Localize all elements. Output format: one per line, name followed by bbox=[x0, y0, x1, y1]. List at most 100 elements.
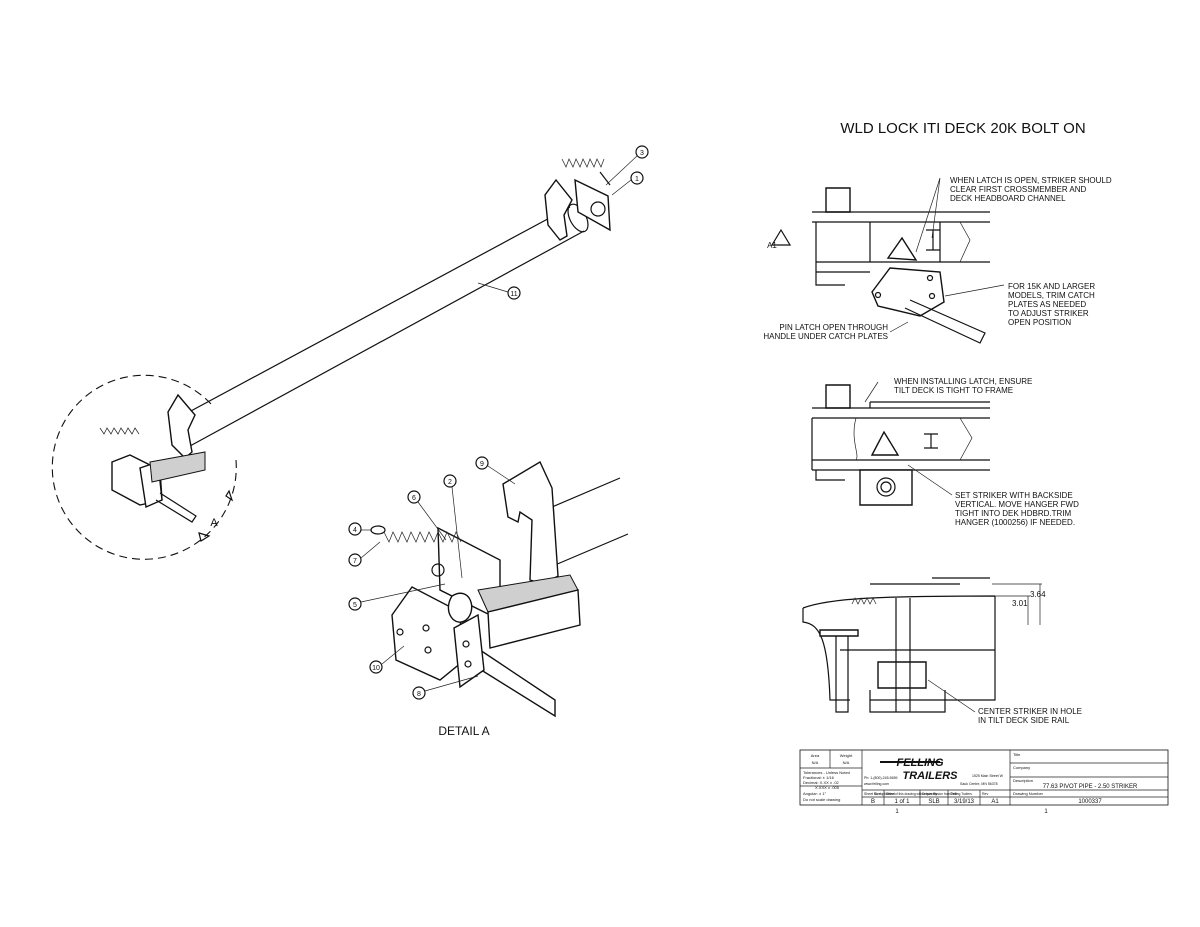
tb-area-v: N/A bbox=[812, 760, 819, 765]
sv2-striker bbox=[870, 430, 900, 456]
tb-desc-h: Description bbox=[1013, 778, 1033, 783]
sv2-pipe-inner bbox=[880, 481, 892, 493]
side-view-latch-installed bbox=[811, 381, 990, 506]
leader-11 bbox=[477, 282, 509, 293]
balloon-8-text: 8 bbox=[417, 691, 421, 698]
detail-circle-a: A bbox=[51, 374, 237, 560]
detail-hanger-front bbox=[487, 589, 581, 649]
tb-sheet-v: 1 of 1 bbox=[894, 799, 910, 805]
tb-weight-v: N/A bbox=[843, 760, 850, 765]
note-3-line-2: HANDLE UNDER CATCH PLATES bbox=[763, 332, 888, 341]
tb-tol2: Fractional: ± 1/16 bbox=[803, 775, 835, 780]
note-group-1: WHEN LATCH IS OPEN, STRIKER SHOULD CLEAR… bbox=[763, 176, 1112, 341]
sv3-striker-block bbox=[877, 661, 927, 689]
tb-rev-v: A1 bbox=[991, 799, 999, 805]
note-5-line-3: TIGHT INTO DEK HDBRD.TRIM bbox=[955, 509, 1071, 518]
tb-date-h: Date bbox=[950, 792, 957, 796]
sv1-catch-plate bbox=[871, 267, 945, 317]
balloon-3 bbox=[635, 145, 649, 159]
balloon-1-text: 1 bbox=[635, 176, 639, 183]
rev-triangle bbox=[770, 228, 792, 246]
balloon-2 bbox=[443, 474, 457, 488]
sv1-crossmember bbox=[869, 222, 941, 262]
sv2-leader-n5 bbox=[907, 464, 953, 496]
tb-tol1: Tolerances - Unless Noted bbox=[803, 770, 850, 775]
detail-pin bbox=[431, 563, 445, 577]
note-2-line-5: OPEN POSITION bbox=[1008, 318, 1071, 327]
upper-spring bbox=[561, 158, 605, 168]
lower-hanger-tube bbox=[149, 451, 206, 483]
tb-addr3: www.felling.com bbox=[864, 782, 889, 786]
sv2-pipe-outer bbox=[876, 477, 896, 497]
balloon-1 bbox=[630, 171, 644, 185]
dim-3-01: 3.01 bbox=[1012, 599, 1028, 608]
detail-pipe bbox=[544, 477, 629, 566]
tb-title-h: Title bbox=[1013, 752, 1021, 757]
note-5-line-2: VERTICAL. MOVE HANGER FWD bbox=[955, 500, 1079, 509]
tb-dwg-v: 1000337 bbox=[1078, 799, 1102, 805]
balloon-6-text: 6 bbox=[412, 495, 416, 502]
dim-3-64: 3.64 bbox=[1030, 590, 1046, 599]
sv1-hole-3 bbox=[928, 292, 936, 300]
tb-addr1: Ph: 1-(800)-245-5659 bbox=[864, 776, 898, 780]
tb-desc-v: 77.63 PIVOT PIPE - 2.50 STRIKER bbox=[1043, 784, 1138, 790]
sv2-hanger bbox=[859, 469, 913, 506]
note-group-2: WHEN INSTALLING LATCH, ENSURE TILT DECK … bbox=[894, 377, 1079, 527]
sv2-leader-n4 bbox=[864, 381, 879, 403]
balloon-4 bbox=[348, 522, 362, 536]
note-1-line-2: CLEAR FIRST CROSSMEMBER AND bbox=[950, 185, 1087, 194]
leader-9 bbox=[487, 465, 516, 485]
logo-line-1: FELLING bbox=[896, 757, 943, 769]
lower-striker bbox=[167, 393, 196, 459]
balloon-11-text: 11 bbox=[510, 291, 517, 298]
upper-bushing bbox=[590, 201, 606, 217]
balloon-9 bbox=[475, 456, 489, 470]
tb-weight-h: Weight bbox=[840, 753, 853, 758]
sv1-handle bbox=[904, 299, 986, 344]
balloon-8 bbox=[412, 686, 426, 700]
balloon-9-text: 9 bbox=[480, 461, 484, 468]
main-balloons: 3 1 11 bbox=[477, 145, 649, 300]
lower-spring bbox=[99, 427, 140, 435]
leader-5 bbox=[360, 583, 446, 603]
detail-hole-1 bbox=[396, 628, 404, 636]
pivot-pipe-assembly bbox=[99, 158, 611, 523]
sv3-post bbox=[835, 636, 849, 713]
tb-tol4: X.XXX ± .005 bbox=[815, 785, 840, 790]
tb-zone-mark-a: 1 bbox=[895, 809, 899, 815]
detail-spring-eye bbox=[370, 525, 386, 535]
balloon-4-text: 4 bbox=[353, 527, 357, 534]
balloon-3-text: 3 bbox=[640, 150, 644, 157]
sv2-headboard bbox=[825, 384, 851, 409]
sv2-frame bbox=[811, 407, 990, 481]
tb-grid bbox=[800, 750, 1168, 805]
rev-tag: A1 bbox=[767, 241, 777, 250]
tb-date-v: 3/19/13 bbox=[954, 799, 975, 805]
balloon-7 bbox=[348, 553, 362, 567]
detail-hole-2 bbox=[422, 624, 430, 632]
detail-a-label: DETAIL A bbox=[438, 724, 489, 738]
note-5-line-4: HANGER (1000256) IF NEEDED. bbox=[955, 518, 1075, 527]
sv2-deck bbox=[869, 401, 990, 408]
sv1-frame bbox=[812, 211, 990, 286]
detail-striker bbox=[502, 461, 559, 585]
sv3-top-plates bbox=[870, 577, 990, 585]
tb-area-h: Area bbox=[811, 753, 820, 758]
sv1-striker bbox=[886, 236, 918, 261]
leader-7 bbox=[360, 541, 381, 559]
note-4-line-1: WHEN INSTALLING LATCH, ENSURE bbox=[894, 377, 1032, 386]
note-6-line-1: CENTER STRIKER IN HOLE bbox=[978, 707, 1082, 716]
tb-outer bbox=[799, 749, 1169, 806]
detail-balloons: 9 2 6 4 7 5 10 8 bbox=[348, 456, 516, 700]
note-2-line-3: PLATES AS NEEDED bbox=[1008, 300, 1086, 309]
sv3-leader-n6 bbox=[927, 679, 976, 713]
note-2-line-2: MODELS, TRIM CATCH bbox=[1008, 291, 1095, 300]
detail-hole-4 bbox=[462, 640, 470, 648]
logo-line-2: TRAILERS bbox=[903, 770, 959, 782]
detail-callout-letter: A bbox=[210, 517, 218, 529]
note-1-line-1: WHEN LATCH IS OPEN, STRIKER SHOULD bbox=[950, 176, 1112, 185]
note-5-line-1: SET STRIKER WITH BACKSIDE bbox=[955, 491, 1073, 500]
sv1-break bbox=[959, 221, 971, 263]
note-3-line-1: PIN LATCH OPEN THROUGH bbox=[779, 323, 888, 332]
